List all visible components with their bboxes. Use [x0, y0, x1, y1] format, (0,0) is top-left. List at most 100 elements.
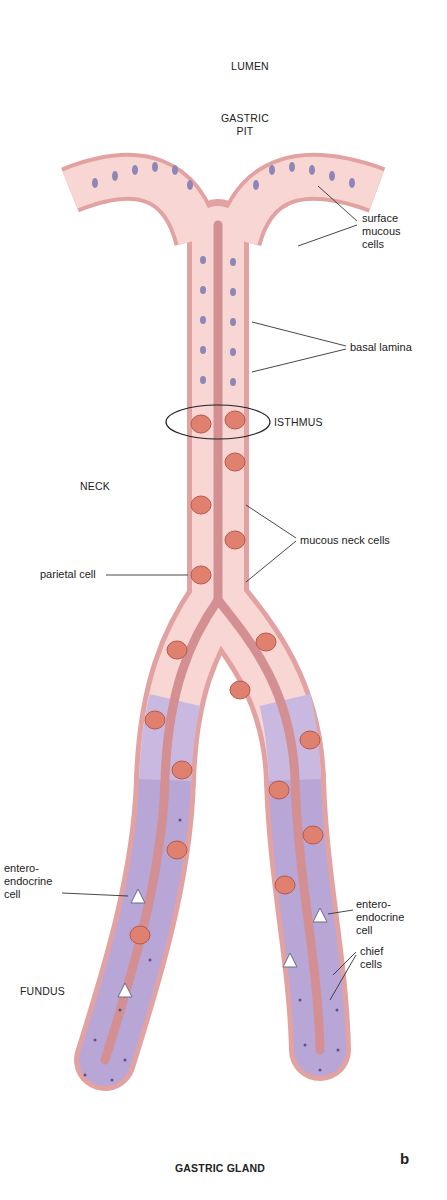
figure-title: GASTRIC GLAND [120, 1162, 320, 1175]
cell-shape [172, 165, 178, 175]
cell-shape [300, 731, 320, 749]
cell-label: mucous neck cells [300, 534, 430, 547]
tissue-path [105, 600, 218, 1060]
tissue-path [318, 186, 357, 221]
tissue-path [118, 983, 132, 997]
cell-shape [230, 258, 236, 266]
shape-group [84, 819, 340, 1082]
shape-group [62, 186, 357, 1000]
tissue-path [246, 505, 296, 538]
tissue-path [313, 908, 327, 922]
cell-label: entero- endocrine cell [356, 898, 418, 937]
cell-shape [152, 162, 158, 172]
tissue-path [218, 600, 295, 780]
tissue-path [238, 177, 377, 240]
cell-shape [225, 411, 245, 429]
shape-group [105, 230, 320, 1060]
cell-shape [112, 171, 118, 181]
cell-shape [253, 180, 259, 190]
cell-shape [329, 171, 335, 181]
shape-group [118, 889, 327, 997]
shape-group [105, 780, 320, 1060]
shape-group [165, 700, 295, 780]
region-label: LUMEN [215, 60, 285, 73]
tissue-path [70, 177, 198, 240]
cell-shape [230, 348, 236, 356]
region-label: FUNDUS [20, 985, 65, 998]
cell-shape [319, 1069, 322, 1072]
cell-shape [337, 1049, 340, 1052]
cell-shape [289, 162, 295, 172]
cell-label: chief cells [360, 945, 405, 971]
cell-shape [309, 165, 315, 175]
cell-shape [111, 1079, 114, 1082]
cell-shape [200, 316, 206, 324]
tissue-path [62, 893, 128, 896]
cell-shape [336, 1009, 339, 1012]
cell-shape [124, 1059, 127, 1062]
cell-shape [304, 1044, 307, 1047]
region-label: GASTRIC PIT [215, 112, 275, 138]
tissue-path [218, 600, 320, 1050]
cell-shape [179, 819, 182, 822]
tissue-path [131, 889, 145, 903]
cell-shape [191, 415, 211, 433]
cell-shape [130, 926, 150, 944]
cell-shape [200, 256, 206, 264]
tissue-path [218, 600, 295, 780]
tissue-path [328, 910, 353, 914]
cell-shape [230, 681, 250, 699]
cell-shape [119, 1009, 122, 1012]
cell-shape [187, 180, 193, 190]
cell-shape [269, 165, 275, 175]
structure-label: basal lamina [350, 341, 440, 354]
cell-shape [92, 178, 98, 188]
tissue-path [333, 952, 356, 975]
cell-shape [191, 496, 211, 514]
cell-shape [167, 641, 187, 659]
tissue-path [298, 225, 357, 246]
cell-shape [167, 841, 187, 859]
region-label: NECK [80, 480, 110, 493]
cell-shape [94, 1039, 97, 1042]
cell-shape [303, 826, 323, 844]
cell-shape [275, 876, 295, 894]
cell-shape [84, 1074, 87, 1077]
cell-shape [230, 378, 236, 386]
shape-group [130, 411, 323, 944]
cell-shape [230, 288, 236, 296]
cell-shape [191, 566, 211, 584]
tissue-path [246, 541, 296, 582]
cell-label: entero- endocrine cell [4, 862, 62, 901]
cell-shape [166, 405, 270, 439]
tissue-path [70, 177, 198, 240]
cell-shape [256, 633, 276, 651]
cell-shape [132, 165, 138, 175]
tissue-path [238, 177, 377, 240]
tissue-path [252, 349, 346, 372]
cell-label: surface mucous cells [362, 212, 417, 251]
cell-label: parietal cell [40, 568, 96, 581]
shape-group [105, 225, 320, 1060]
cell-shape [200, 346, 206, 354]
cell-shape [269, 781, 289, 799]
cell-shape [299, 999, 302, 1002]
tissue-path [106, 575, 188, 576]
tissue-path [330, 955, 356, 1000]
cell-shape [230, 318, 236, 326]
panel-letter: b [400, 1150, 409, 1167]
cell-shape [145, 711, 165, 729]
cell-shape [225, 531, 245, 549]
cell-shape [172, 761, 192, 779]
tissue-path [214, 225, 223, 600]
cell-shape [349, 178, 355, 188]
cell-shape [200, 286, 206, 294]
tissue-path [252, 322, 346, 346]
cell-shape [225, 453, 245, 471]
region-label: ISTHMUS [274, 416, 323, 429]
tissue-path [283, 953, 297, 967]
cell-shape [149, 959, 152, 962]
cell-shape [200, 376, 206, 384]
